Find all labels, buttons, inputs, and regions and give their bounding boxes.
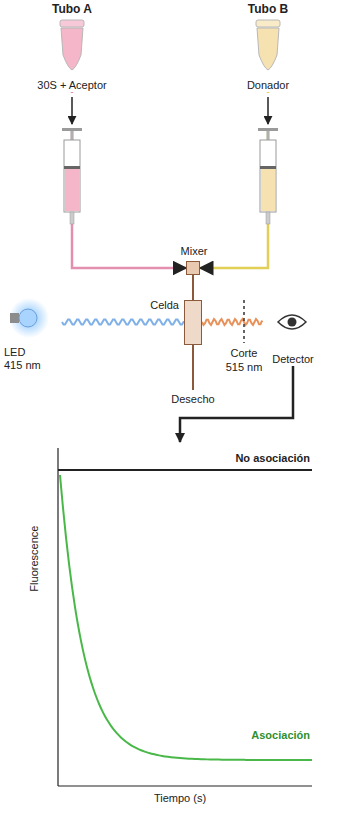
node-title: Mixer bbox=[154, 245, 234, 258]
waste-label: Desecho bbox=[158, 393, 228, 406]
filter-label: Corte bbox=[222, 347, 266, 360]
node-text: Asociación bbox=[170, 729, 310, 742]
arrow bbox=[267, 97, 269, 124]
waste-line bbox=[192, 345, 194, 390]
node-title: Celda bbox=[113, 299, 179, 312]
tube-node: Tubo A 30S + Aceptor bbox=[22, 2, 122, 92]
association-curve bbox=[60, 475, 312, 760]
mixer-box: Mixer bbox=[186, 261, 200, 275]
arrow bbox=[71, 97, 73, 124]
syringe-b-icon bbox=[258, 128, 278, 224]
cutoff-filter bbox=[243, 300, 245, 343]
node-text: Donador bbox=[247, 79, 289, 92]
eye-icon bbox=[278, 315, 306, 329]
filter-label: 515 nm bbox=[218, 361, 270, 374]
node-text: Tiempo (s) bbox=[120, 792, 240, 805]
node-text: No asociación bbox=[170, 452, 310, 465]
led-node: LED415 nm bbox=[4, 300, 62, 372]
node-title: Fluorescence bbox=[28, 514, 41, 604]
cover bbox=[256, 93, 280, 129]
connector bbox=[202, 319, 262, 325]
led-icon bbox=[9, 298, 49, 338]
node-title: Tubo B bbox=[248, 2, 288, 16]
node-title: LED bbox=[4, 346, 25, 359]
connector bbox=[62, 319, 184, 324]
node-text: 415 nm bbox=[4, 359, 41, 372]
chart-node: FluorescenceTiempo (s) No asociaciónAsoci… bbox=[20, 442, 320, 814]
detector-node: Detector bbox=[262, 300, 324, 366]
node-text: 30S + Aceptor bbox=[37, 79, 106, 92]
cover bbox=[60, 93, 84, 129]
tube-node: Tubo B Donador bbox=[218, 2, 318, 92]
connector bbox=[192, 275, 194, 300]
node-title: Tubo A bbox=[52, 2, 92, 16]
tube-a-icon bbox=[60, 20, 84, 70]
node-title: Detector bbox=[272, 353, 314, 366]
syringe-a-icon bbox=[62, 128, 82, 224]
chart-axes bbox=[58, 448, 312, 786]
connector bbox=[72, 92, 186, 268]
cell-box: Celda bbox=[184, 300, 202, 345]
tube-b-icon bbox=[256, 20, 280, 70]
